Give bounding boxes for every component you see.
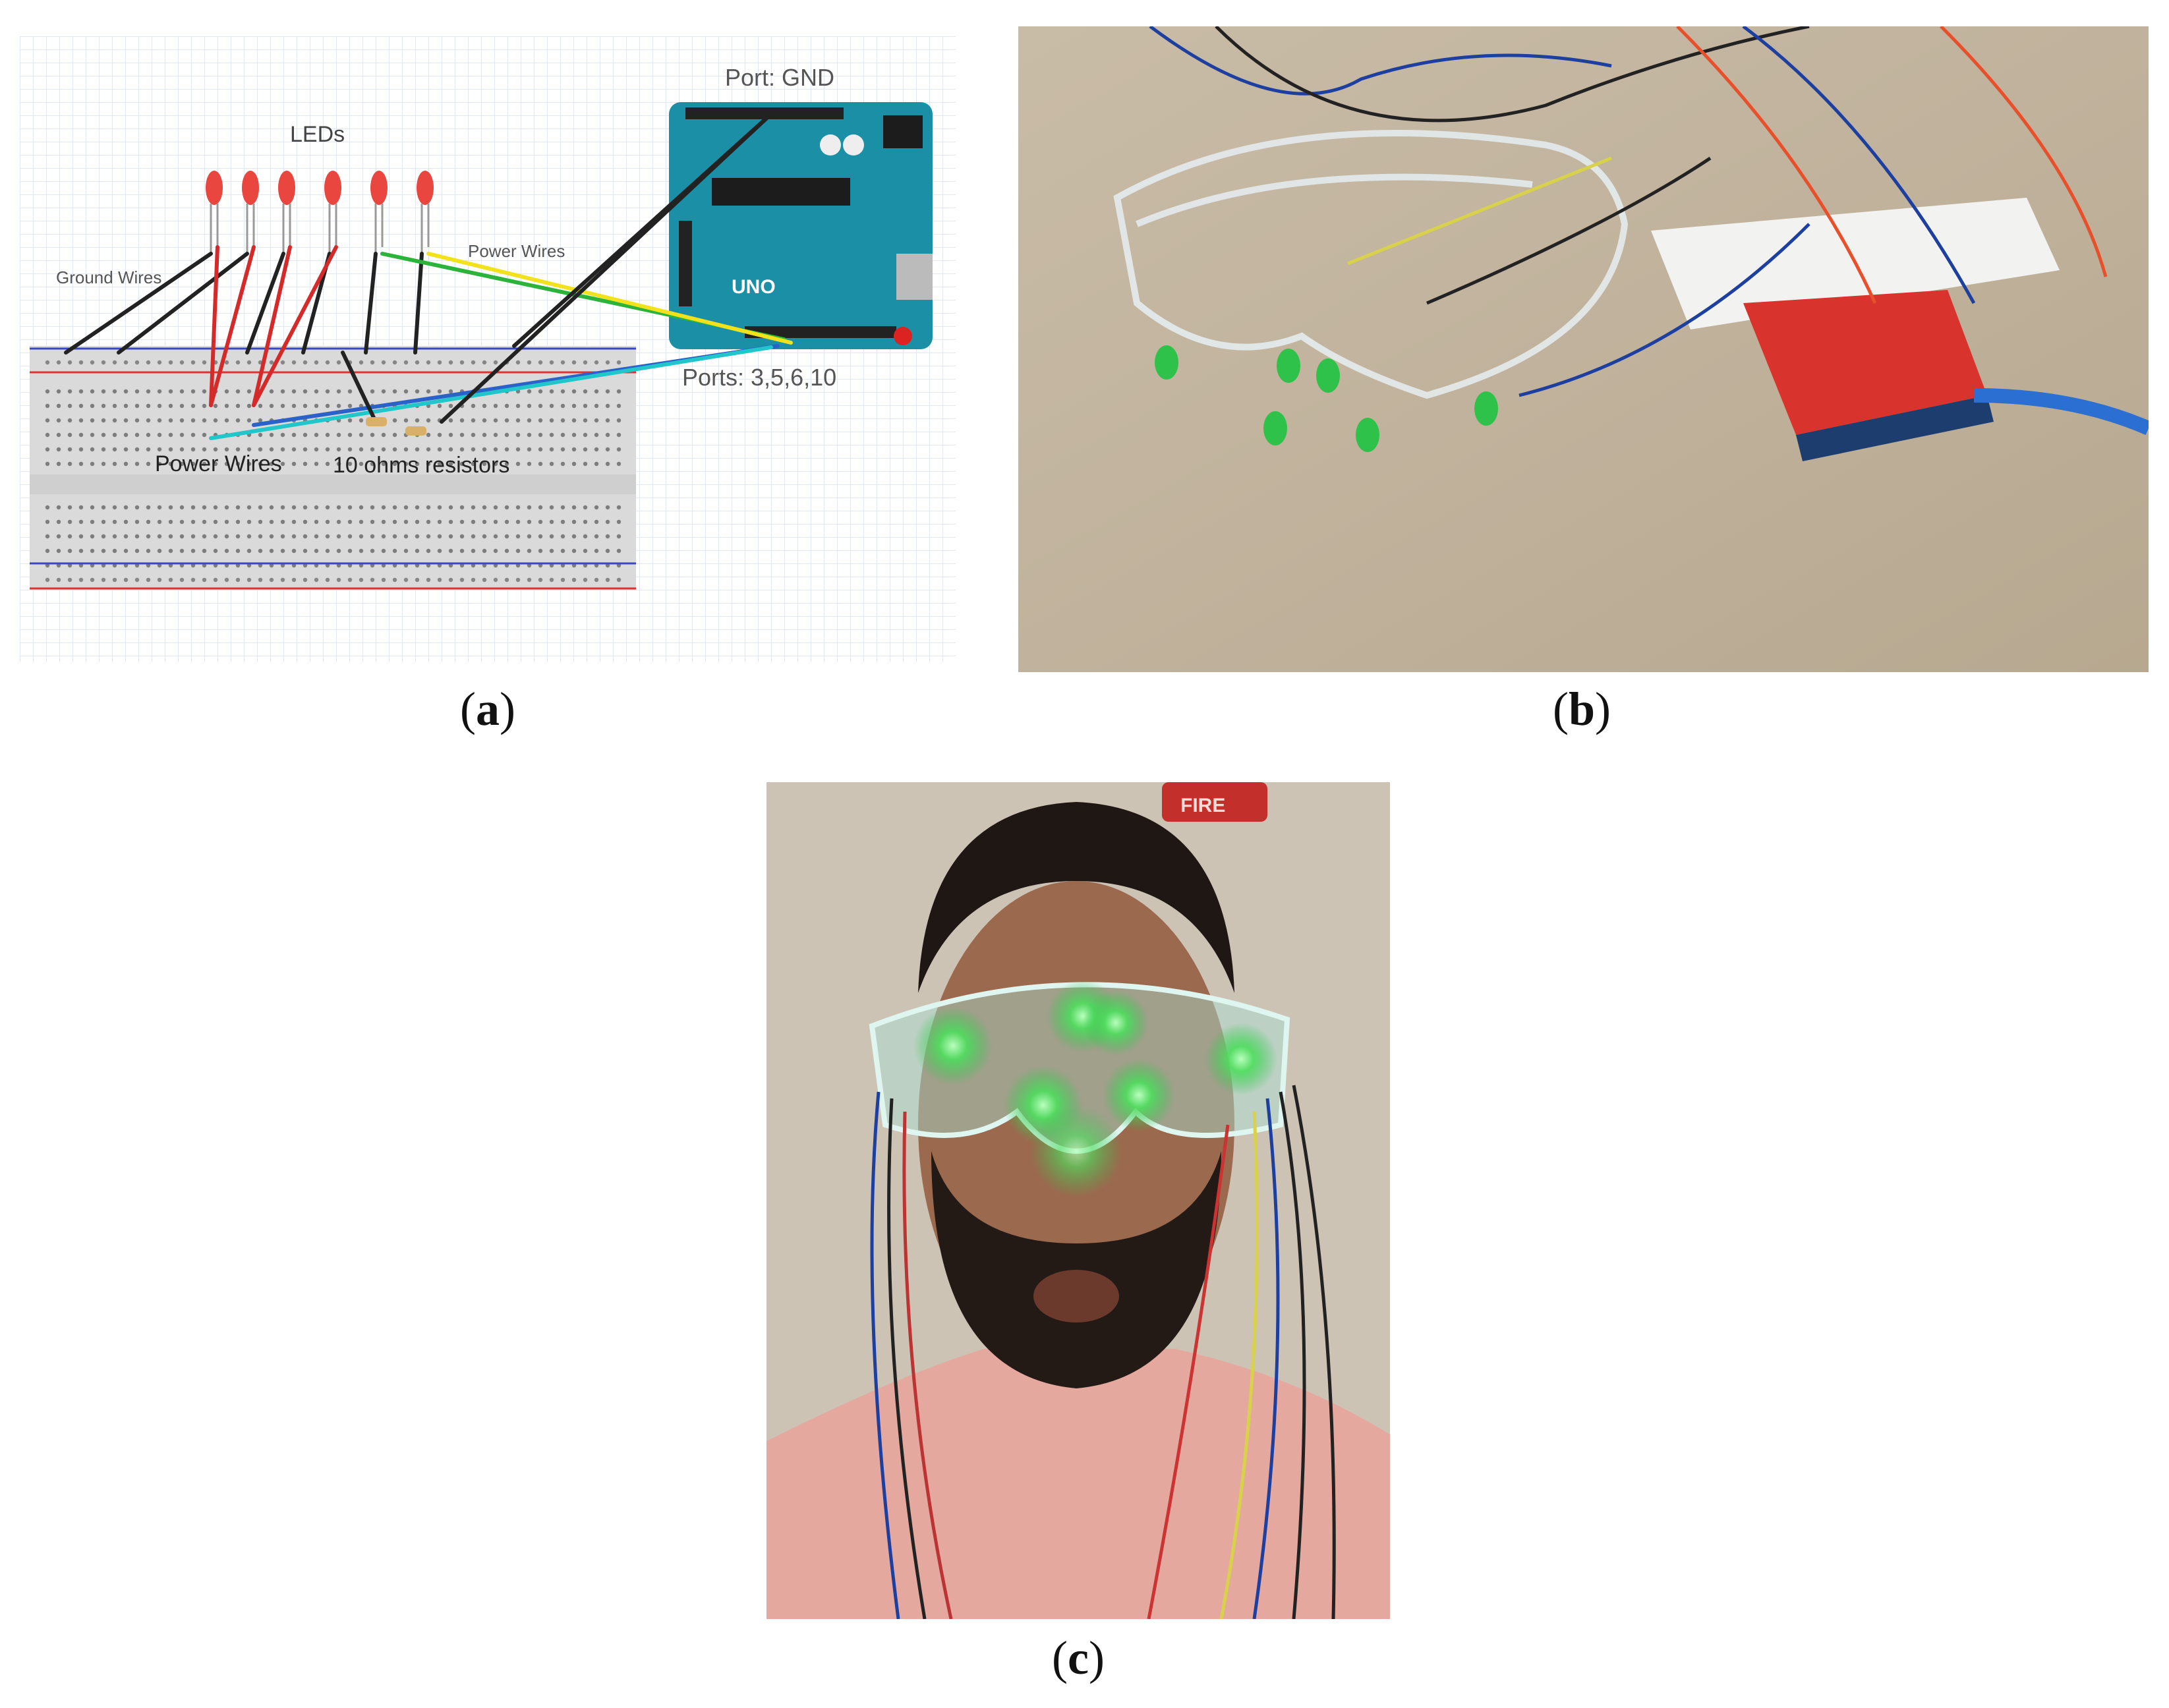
hair xyxy=(918,802,1234,993)
glowing-leds xyxy=(913,980,1277,1197)
photo-arduino xyxy=(1743,290,2149,461)
fire-sign-text: FIRE xyxy=(1180,795,1225,816)
led-2 xyxy=(242,171,259,254)
arduino-model-label: UNO xyxy=(732,276,776,298)
led-1 xyxy=(206,171,223,254)
glasses-leds xyxy=(1155,345,1498,452)
resistors xyxy=(366,417,426,436)
caption-b: (b) xyxy=(1552,683,1611,735)
label-port-gnd: Port: GND xyxy=(725,64,834,91)
clear-goggles xyxy=(1113,130,1629,399)
label-leds: LEDs xyxy=(290,122,345,147)
led-4 xyxy=(324,171,341,254)
fire-alarm-sign: FIRE xyxy=(1162,782,1267,822)
hanging-wires xyxy=(870,1085,1336,1619)
led-3 xyxy=(278,171,295,254)
label-power-wires-bottom: Power Wires xyxy=(155,451,282,476)
led-5 xyxy=(370,171,388,254)
photo-person-wearing-glasses: FIRE xyxy=(766,782,1390,1619)
label-resistors: 10 ohms resistors xyxy=(333,453,509,478)
label-power-wires-top: Power Wires xyxy=(468,241,565,261)
photo-glasses-setup xyxy=(1018,26,2149,672)
wiring-diagram: UNO LEDs Port: GND Ground Wires xyxy=(20,36,956,662)
caption-c: (c) xyxy=(1052,1632,1105,1684)
led-6 xyxy=(417,171,434,254)
wires xyxy=(64,112,793,440)
arduino-board: UNO xyxy=(669,102,933,349)
label-ports: Ports: 3,5,6,10 xyxy=(682,364,836,391)
led-row xyxy=(206,171,434,254)
label-ground-wires: Ground Wires xyxy=(56,268,161,287)
caption-a: (a) xyxy=(460,683,515,735)
photo-wires xyxy=(1149,26,2108,397)
